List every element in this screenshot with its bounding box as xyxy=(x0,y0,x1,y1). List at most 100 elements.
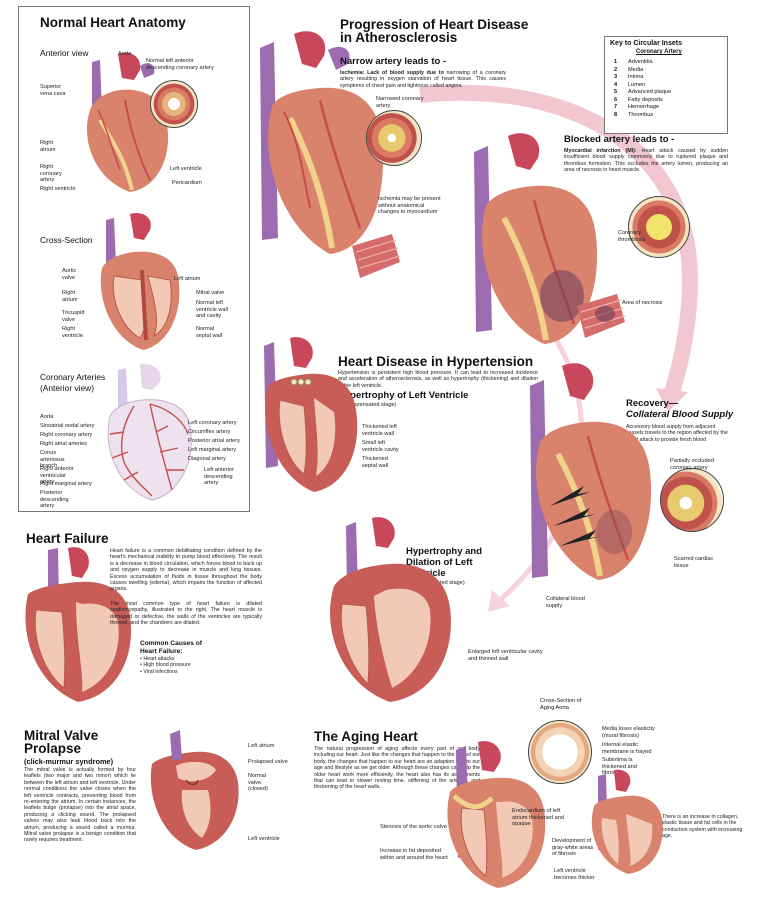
progression-title-line2: in Atherosclerosis xyxy=(340,30,458,45)
cause-item: • Viral infections xyxy=(140,668,178,675)
aging-label-stenosis: Stenosis of the aortic valve xyxy=(380,824,447,830)
blocked-artery-heading: Blocked artery leads to - xyxy=(564,134,675,145)
mitral-title-line2: Prolapse xyxy=(24,741,82,756)
narrow-artery-text: Ischemia: Lack of blood supply due to na… xyxy=(340,70,506,89)
anterior-view-heading: Anterior view xyxy=(40,48,89,58)
anterior-heart-illustration xyxy=(86,52,169,192)
coronary-label-left-marginal: Left marginal artery xyxy=(188,447,237,453)
heart-failure-causes-list: • Heart attacks • High blood pressure • … xyxy=(140,656,191,675)
myocardium-detail-necrosis xyxy=(577,294,626,338)
coronary-label-rca: Right coronary artery xyxy=(40,432,93,438)
narrowed-artery-inset xyxy=(366,110,422,166)
aging-label-endocardium: Endocardium of left atrium thickened and… xyxy=(512,808,564,828)
ischemia-heart-illustration xyxy=(260,31,384,254)
aging-aorta-inset xyxy=(528,720,592,784)
aging-label-fibrosis: Development of gray-white areas of fibro… xyxy=(552,838,594,858)
dilation-heart-illustration xyxy=(330,517,451,702)
key-box xyxy=(604,36,728,134)
mitral-label-left-atrium: Left atrium xyxy=(248,743,275,749)
thrombus-inset xyxy=(628,196,690,258)
cross-label-mitral-valve: Mitral valve xyxy=(196,290,225,296)
heart-failure-text-2: The most common type of heart failure is… xyxy=(110,601,262,627)
hyp-label-thickened-septum: Thickened septal wall xyxy=(362,456,389,469)
mitral-label-prolapsed-valve: Prolapsed valve xyxy=(248,759,288,765)
anterior-label-pericardium: Pericardium xyxy=(172,180,202,186)
aging-text: The natural progression of aging affects… xyxy=(314,746,480,791)
progression-title-line1: Progression of Heart Disease xyxy=(340,17,529,32)
heart-failure-causes-title: Common Causes of Heart Failure: xyxy=(140,640,202,655)
hypertension-text: Hypertension is persistent high blood pr… xyxy=(338,370,538,389)
cross-section-heading: Cross-Section xyxy=(40,235,93,245)
coronary-arteries-heading: Coronary Arteries xyxy=(40,372,106,382)
aging-inset-title: Cross-Section of Aging Aorta xyxy=(540,698,582,711)
coronary-label-circumflex: Circumflex artery xyxy=(188,429,231,435)
aging-title: The Aging Heart xyxy=(314,729,418,744)
coronary-label-right-atrial: Right atrial arteries xyxy=(40,441,87,447)
aging-heart-illustration xyxy=(447,741,546,888)
coronary-label-posterior-descending: Posterior descending artery xyxy=(40,490,69,510)
ischemia-description: narrowing of a coronary artery resulting… xyxy=(340,70,506,89)
aging-inset-label-media: Media loses elasticity (mural fibrosis) xyxy=(602,726,655,739)
cross-label-aortic-valve: Aortic valve xyxy=(62,268,77,281)
aging-label-fat: Increase in fat deposited within and aro… xyxy=(380,848,448,861)
coronary-label-aorta: Aorta xyxy=(40,414,54,420)
narrow-label-ischemia-note: Ischemia may be present without anatomic… xyxy=(378,196,441,216)
coronary-label-conus: Conus arteriosus branch xyxy=(40,450,65,470)
hyp-label-small-cavity: Small left ventricle cavity xyxy=(362,440,399,453)
heart-failure-illustration xyxy=(25,547,132,702)
recovery-text: Accessory blood supply from adjacent ves… xyxy=(626,424,728,443)
coronary-label-diagonal: Diagonal artery xyxy=(188,456,226,462)
mitral-label-left-ventricle: Left ventricle xyxy=(248,836,280,842)
coronary-label-right-anterior-ventricular: Right anterior ventricular artery xyxy=(40,466,74,486)
cross-label-tricuspid-valve: Tricuspid valve xyxy=(62,310,85,323)
key-subtitle: Coronary Artery xyxy=(636,49,682,55)
recovery-heading-italic: Collateral Blood Supply xyxy=(626,409,734,420)
coronary-arteries-subheading: (Anterior view) xyxy=(40,383,94,393)
recovery-heart-illustration xyxy=(530,363,652,580)
recovery-heading: Recovery— xyxy=(626,398,679,409)
cross-section-heart-illustration xyxy=(100,212,180,350)
cross-label-right-atrium: Right atrium xyxy=(62,290,78,303)
mitral-heart-illustration xyxy=(150,730,239,850)
hypertension-title: Heart Disease in Hypertension xyxy=(338,354,534,369)
anterior-label-aorta: Aorta xyxy=(118,51,132,57)
coronary-label-posterior-atrial: Posterior atrial artery xyxy=(188,438,240,444)
hypertrophy-heading: Hypertrophy of Left Ventricle xyxy=(338,390,469,401)
cross-label-right-ventricle: Right ventricle xyxy=(62,326,83,339)
recovery-label-collateral: Collateral blood supply xyxy=(546,596,585,609)
coronary-label-lad: Left anterior descending artery xyxy=(204,467,234,487)
mitral-label-normal-valve: Normal valve (closed) xyxy=(248,773,268,793)
heart-failure-text-1: Heart failure is a common debilitating c… xyxy=(110,548,262,593)
aging-heart-small-illustration xyxy=(591,769,663,874)
blocked-label-thrombosis: Coronary thrombosis xyxy=(618,230,646,243)
aging-inset-label-subintima: Subintima is thickened and fibrous xyxy=(602,757,637,777)
hyp-label-thickened-wall: Thickened left ventricle wall xyxy=(362,424,397,437)
hypertrophy-subheading: (compensated stage) xyxy=(344,402,397,408)
coronary-label-sa-nodal: Sinoatrial nodal artery xyxy=(40,423,95,429)
anterior-label-left-ventricle: Left ventricle xyxy=(170,166,202,172)
ischemia-term: Ischemia: Lack of blood supply due to xyxy=(340,70,444,76)
narrow-artery-heading: Narrow artery leads to - xyxy=(340,56,447,67)
normal-anatomy-title: Normal Heart Anatomy xyxy=(40,15,186,30)
partial-occlusion-inset xyxy=(660,468,724,532)
dil-label-enlarged-cavity: Enlarged left ventricular cavity and thi… xyxy=(468,649,543,662)
mitral-title-line1: Mitral Valve xyxy=(24,728,99,743)
cause-item: • High blood pressure xyxy=(140,662,191,669)
anterior-label-svc: Superior vena cava xyxy=(40,84,66,97)
cross-label-normal-lv-wall: Normal left ventricle wall and cavity xyxy=(196,300,229,320)
anterior-label-right-ventricle: Right ventricle xyxy=(40,186,76,192)
mitral-text: The mitral valve is actually formed by f… xyxy=(24,767,136,844)
anterior-label-rca: Right coronary artery xyxy=(40,164,62,184)
anterior-label-lad: Normal left anterior descending coronary… xyxy=(146,58,214,71)
recovery-label-scarred-tissue: Scarred cardiac tissue xyxy=(674,556,714,569)
myocardium-detail-normal xyxy=(352,234,401,278)
hypertrophy-heart-illustration xyxy=(264,337,358,492)
